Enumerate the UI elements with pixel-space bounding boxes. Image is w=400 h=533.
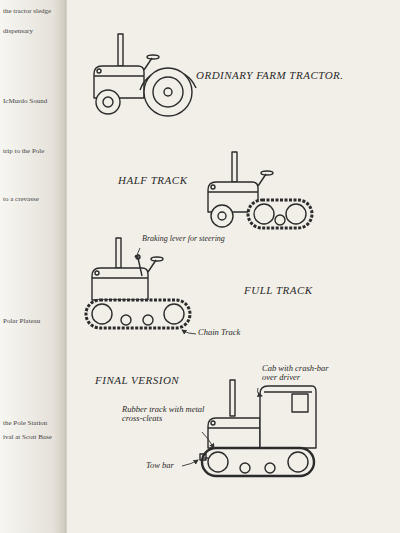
facing-page-text: the Pole Station — [3, 420, 47, 428]
facing-page-text: the tractor sledge — [3, 8, 51, 16]
callout-label: Tow bar — [146, 461, 174, 470]
callout-label: Cab with crash-bar over driver — [262, 364, 342, 383]
figure-caption: FULL TRACK — [244, 284, 313, 296]
facing-page-text: ival at Scott Base — [3, 434, 52, 442]
callout-label: Rubber track with metal cross-cleats — [122, 405, 218, 424]
figure-caption: FINAL VERSION — [95, 374, 179, 386]
half-track-tractor — [208, 152, 312, 228]
facing-page-text: Polar Plateau — [3, 318, 40, 326]
ordinary-tractor — [94, 34, 196, 116]
facing-page-text: dispensary — [3, 28, 33, 36]
final-version-tractor — [200, 380, 316, 476]
facing-page-text: trip to the Pole — [3, 148, 44, 156]
figure-caption: HALF TRACK — [118, 174, 187, 186]
facing-page-text: to a crevasse — [3, 196, 39, 204]
facing-page-text: IcMurdo Sound — [3, 98, 47, 106]
callout-label: Chain Track — [198, 328, 240, 337]
callout-label: Braking lever for steering — [142, 235, 225, 244]
full-track-tractor — [86, 238, 190, 328]
figure-caption: ORDINARY FARM TRACTOR. — [196, 69, 344, 81]
